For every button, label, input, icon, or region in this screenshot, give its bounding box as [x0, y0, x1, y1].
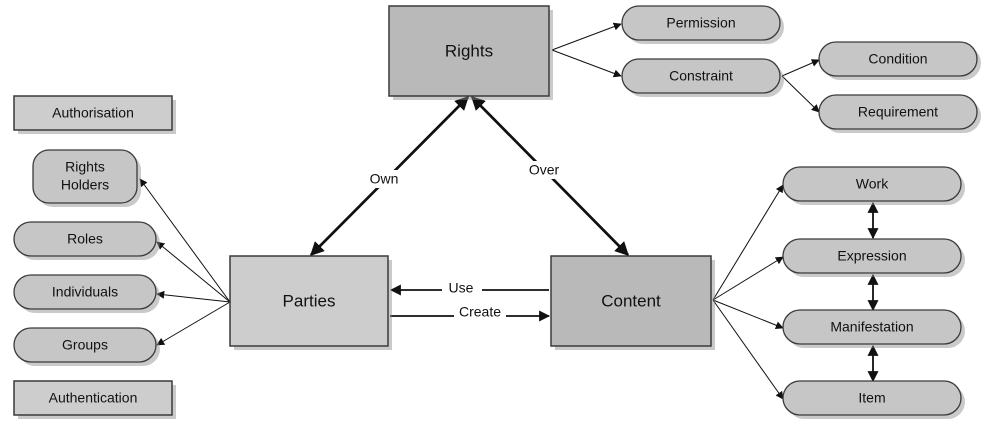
node-rights-label: Rights [445, 41, 493, 60]
edge-parties-individuals [156, 290, 231, 303]
edge-content-expression [712, 256, 784, 301]
node-individuals-label: Individuals [52, 284, 118, 300]
node-parties-label: Parties [283, 291, 336, 310]
node-manifestation-label: Manifestation [830, 319, 913, 335]
node-rights: Rights [388, 5, 553, 100]
node-requirement-label: Requirement [858, 104, 938, 120]
node-content-label: Content [601, 291, 661, 310]
node-rights-holders-label-line1: Rights [65, 159, 105, 175]
node-work: Work [782, 166, 965, 205]
node-condition: Condition [818, 41, 981, 80]
node-work-label: Work [856, 176, 889, 192]
edge-label-use: Use [449, 280, 474, 296]
edge-content-manifestation [712, 299, 784, 330]
node-item-label: Item [858, 390, 885, 406]
edge-rights-permission [551, 22, 622, 51]
node-expression-label: Expression [837, 248, 906, 264]
node-expression: Expression [782, 238, 965, 277]
edge-rights-constraint [551, 49, 622, 78]
edge-content-work [712, 184, 784, 301]
node-authentication-label: Authentication [49, 390, 138, 406]
node-content: Content [550, 255, 715, 350]
edge-content-item [712, 299, 784, 400]
edge-label-own: Own [370, 171, 399, 187]
edge-constraint-requirement [781, 75, 820, 113]
node-groups: Groups [13, 327, 160, 366]
node-authentication: Authentication [13, 380, 176, 419]
node-permission: Permission [621, 5, 784, 44]
edge-parties-rightsholders [139, 178, 231, 303]
node-individuals: Individuals [13, 274, 160, 313]
node-condition-label: Condition [868, 51, 927, 67]
edge-parties-roles [156, 241, 231, 303]
node-permission-label: Permission [666, 15, 735, 31]
node-rights-holders-label-line2: Holders [61, 177, 109, 193]
edge-constraint-condition [781, 59, 820, 77]
node-groups-label: Groups [62, 337, 108, 353]
node-item: Item [782, 380, 965, 419]
node-constraint-label: Constraint [669, 68, 733, 84]
node-authorisation: Authorisation [13, 95, 176, 134]
edge-label-create: Create [459, 304, 501, 320]
edge-label-over: Over [529, 162, 560, 178]
node-authorisation-label: Authorisation [52, 105, 134, 121]
node-parties: Parties [229, 255, 392, 350]
edge-parties-groups [156, 301, 231, 346]
node-roles-label: Roles [67, 231, 103, 247]
node-manifestation: Manifestation [782, 309, 965, 348]
edge-labels: Own Over Use Create [364, 161, 564, 322]
node-roles: Roles [13, 221, 160, 260]
node-rights-holders: Rights Holders [32, 149, 141, 207]
node-constraint: Constraint [621, 58, 784, 97]
node-requirement: Requirement [818, 94, 981, 133]
